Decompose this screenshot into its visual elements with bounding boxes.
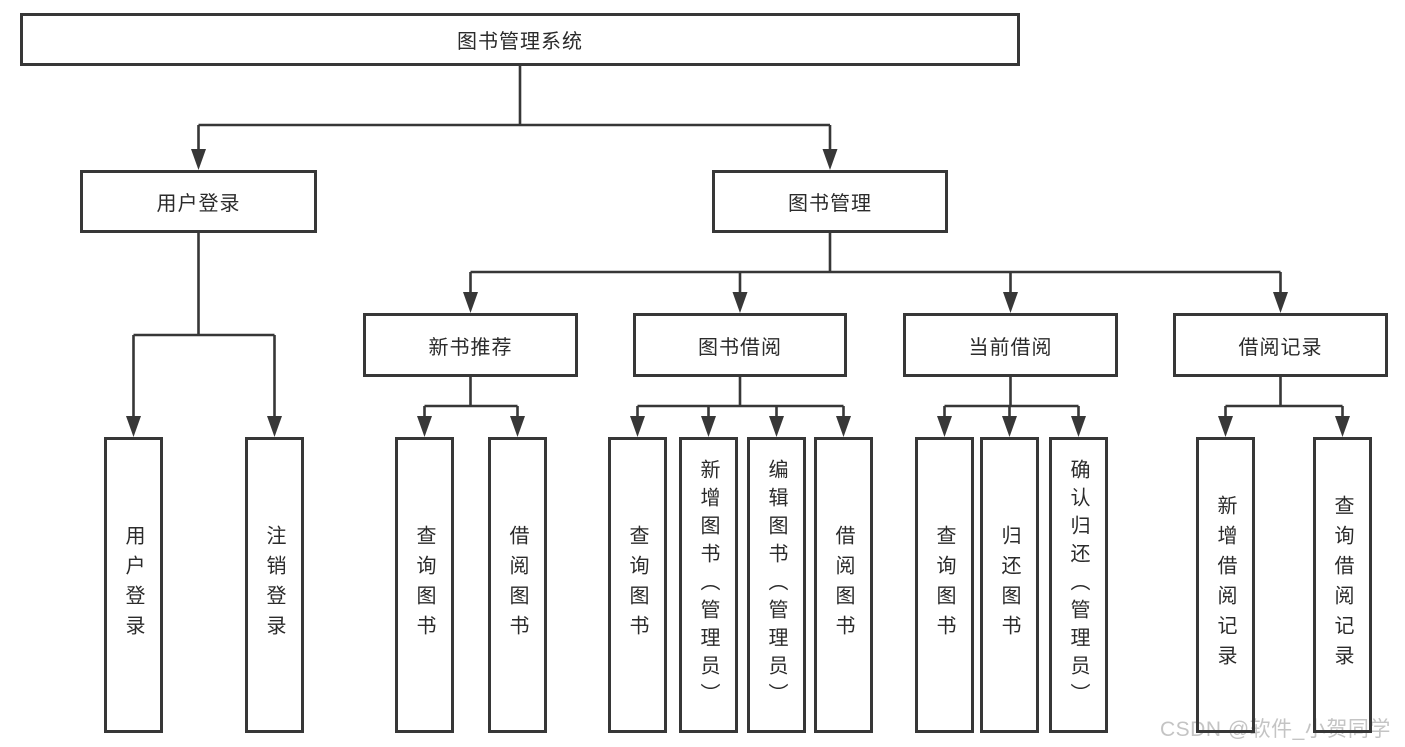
node-label: 用户登录 [156, 193, 241, 215]
leaf-label: 查询图书 [626, 525, 648, 645]
leaf-search-books-recommend: 查询图书 [395, 437, 454, 733]
connector-arrowheads [126, 149, 1350, 437]
leaf-confirm-return-admin: 确认归还（管理员） [1049, 437, 1108, 733]
leaf-label: 借阅图书 [832, 525, 854, 645]
node-book-management: 图书管理 [712, 170, 948, 233]
leaf-logout: 注销登录 [245, 437, 304, 733]
leaf-search-borrow-record: 查询借阅记录 [1313, 437, 1372, 733]
leaf-label: 借阅图书 [506, 525, 528, 645]
node-label: 图书管理系统 [457, 31, 583, 53]
leaf-label: 归还图书 [998, 525, 1020, 645]
leaf-label: 查询图书 [933, 525, 955, 645]
node-borrowing-records: 借阅记录 [1173, 313, 1388, 377]
leaf-label: 注销登录 [263, 525, 285, 645]
leaf-label: 新增借阅记录 [1214, 495, 1236, 675]
node-current-borrowing: 当前借阅 [903, 313, 1118, 377]
leaf-borrow-books: 借阅图书 [814, 437, 873, 733]
leaf-search-books-current: 查询图书 [915, 437, 974, 733]
leaf-add-borrow-record: 新增借阅记录 [1196, 437, 1255, 733]
leaf-add-books-admin: 新增图书（管理员） [679, 437, 738, 733]
leaf-label: 查询借阅记录 [1331, 495, 1353, 675]
leaf-label: 编辑图书（管理员） [765, 459, 787, 711]
leaf-user-login: 用户登录 [104, 437, 163, 733]
leaf-edit-books-admin: 编辑图书（管理员） [747, 437, 806, 733]
node-new-book-recommendation: 新书推荐 [363, 313, 578, 377]
node-user-login: 用户登录 [80, 170, 317, 233]
leaf-return-books: 归还图书 [980, 437, 1039, 733]
node-label: 新书推荐 [428, 336, 513, 359]
csdn-watermark: CSDN @软件_小贺同学 [1160, 718, 1391, 741]
node-library-management-system: 图书管理系统 [20, 13, 1020, 66]
leaf-search-books-borrowing: 查询图书 [608, 437, 667, 733]
leaf-label: 新增图书（管理员） [697, 459, 719, 711]
node-label: 当前借阅 [968, 336, 1053, 359]
node-label: 图书管理 [788, 193, 872, 215]
leaf-label: 用户登录 [122, 525, 144, 645]
node-book-borrowing: 图书借阅 [633, 313, 847, 377]
leaf-label: 确认归还（管理员） [1067, 459, 1089, 711]
connector-paths [132, 66, 1344, 419]
node-label: 借阅记录 [1238, 336, 1323, 359]
leaf-label: 查询图书 [413, 525, 435, 645]
node-label: 图书借阅 [698, 336, 782, 359]
leaf-borrow-books-recommend: 借阅图书 [488, 437, 547, 733]
